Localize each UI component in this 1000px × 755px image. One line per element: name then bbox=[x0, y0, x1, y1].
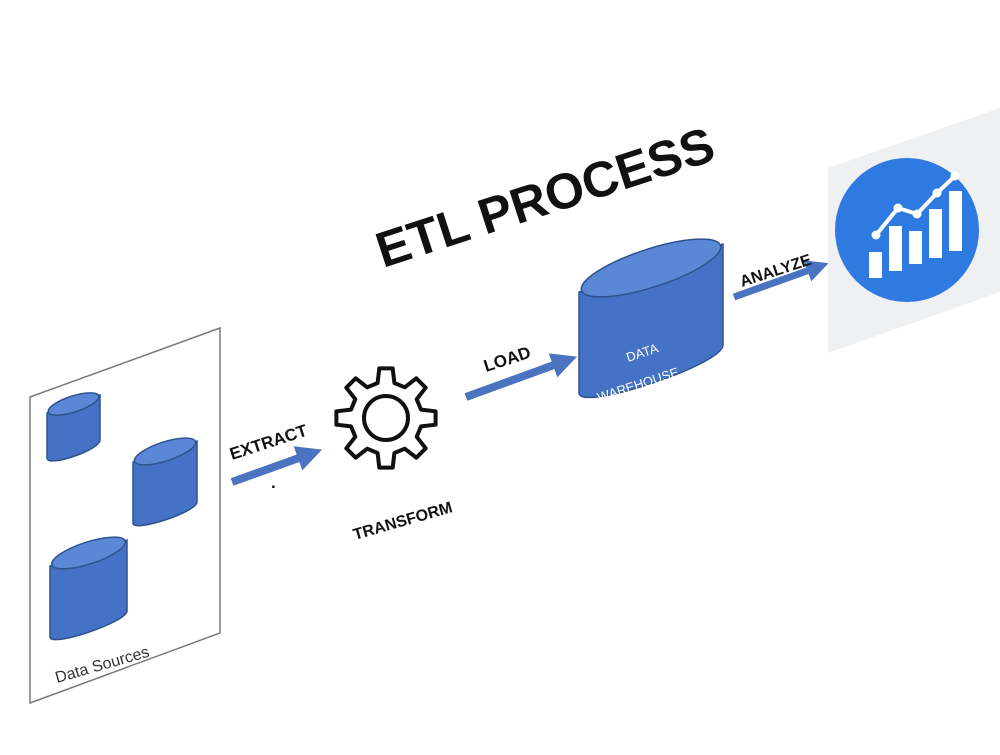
data-warehouse: DATA WAREHOUSE bbox=[578, 238, 724, 405]
data-sources-frame bbox=[29, 326, 221, 705]
load-arrow bbox=[464, 353, 578, 401]
database-cylinder-icon bbox=[578, 238, 724, 399]
database-cylinder-icon bbox=[49, 536, 128, 641]
gear-icon bbox=[334, 366, 438, 470]
analytics-chart-icon bbox=[835, 158, 979, 302]
analytics-panel bbox=[828, 108, 1000, 353]
database-cylinder-icon bbox=[132, 437, 198, 527]
load-label: LOAD bbox=[481, 343, 533, 376]
analyze-arrow bbox=[732, 260, 829, 301]
extract-arrow bbox=[230, 446, 323, 486]
database-cylinder-icon bbox=[46, 392, 101, 462]
transform-label: TRANSFORM bbox=[351, 499, 454, 544]
data-sources-box: Data Sources bbox=[29, 326, 221, 705]
extract-dot: . bbox=[271, 473, 276, 492]
